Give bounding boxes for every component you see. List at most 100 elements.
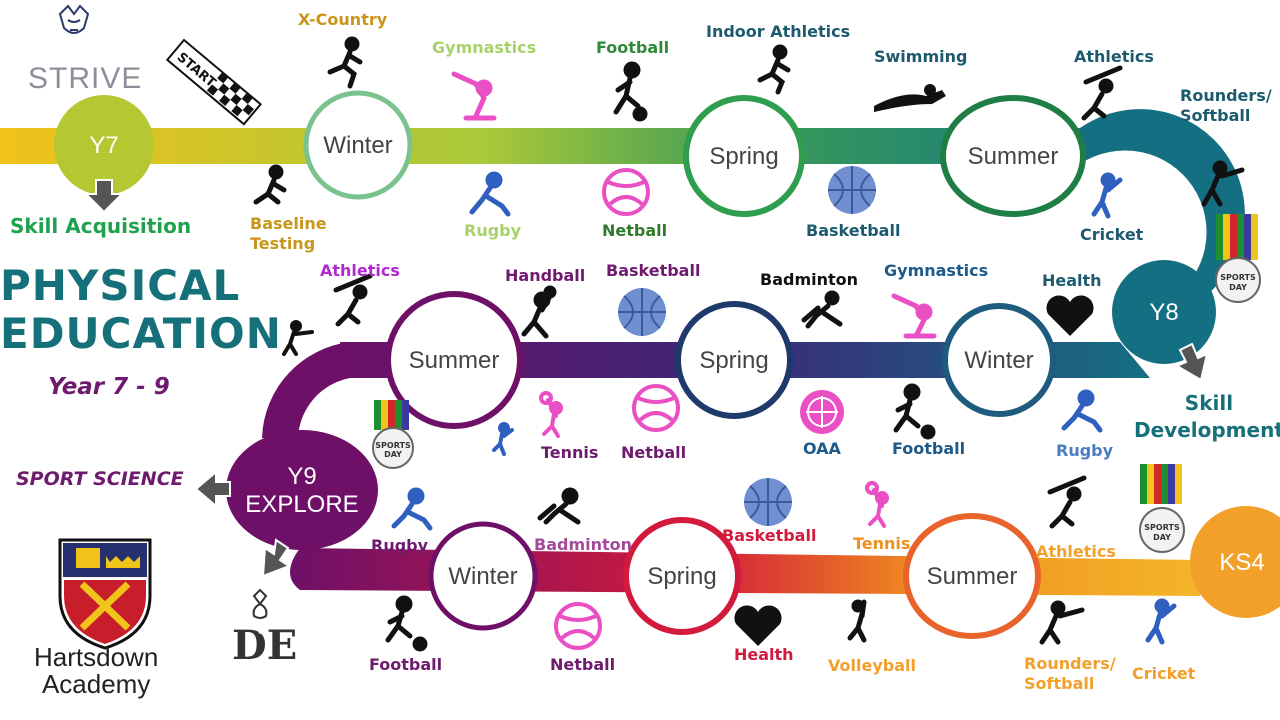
dofe-d: DE — [232, 622, 298, 669]
y9-down-arrow — [261, 538, 292, 578]
oaa-compass-icon — [800, 390, 844, 434]
rugby-player-icon-y8 — [1061, 389, 1103, 433]
y9-left-arrow — [194, 469, 231, 509]
activity-basketball-y7: Basketball — [806, 221, 901, 240]
dofe-logo-text: DE — [232, 622, 297, 669]
y9-circle — [226, 430, 378, 550]
activity-athletics-y9: Athletics — [1036, 542, 1116, 561]
y8-winter-label: Winter — [964, 347, 1033, 374]
activity-athletics-y8: Athletics — [320, 261, 400, 280]
netball-icon-y8 — [632, 384, 680, 432]
tennis-player-icon-y8 — [539, 391, 563, 438]
baseline-runner-icon — [253, 164, 287, 205]
track-row-1 — [0, 128, 1085, 164]
activity-baseline-testing: Baseline Testing — [250, 214, 327, 254]
skill-acquisition-label: Skill Acquisition — [10, 214, 192, 238]
activity-basketball-y9: Basketball — [722, 526, 817, 545]
rugby-player-icon-y7 — [469, 171, 511, 217]
cricket-batter-icon-y9 — [1145, 598, 1177, 645]
ks4-label: KS4 — [1219, 549, 1264, 576]
basketball-icon-y7 — [828, 166, 876, 214]
skill-development-label: Skill Development — [1134, 390, 1280, 444]
tennis-player-icon-y9 — [865, 481, 889, 528]
activity-netball-y8: Netball — [621, 443, 687, 462]
page-subtitle: Year 7 - 9 — [48, 374, 170, 400]
basketball-icon-y8 — [618, 288, 666, 336]
activity-indoor-athletics: Indoor Athletics — [706, 22, 851, 41]
activity-football-y8: Football — [892, 439, 966, 458]
y8-label: Y8 — [1149, 299, 1178, 326]
medal-text-y7-l1: SPORTS — [1220, 273, 1256, 282]
skill-development-line-1: Skill — [1184, 391, 1234, 415]
y9-winter-circle — [428, 521, 538, 631]
athletics-runner-icon-y8 — [282, 320, 314, 356]
activity-football-y9: Football — [369, 655, 443, 674]
handball-player-icon — [521, 285, 557, 339]
netball-icon-y9 — [554, 602, 602, 650]
y8-spring-label: Spring — [699, 347, 768, 374]
activity-rugby-y8: Rugby — [1056, 441, 1114, 460]
y7-label: Y7 — [89, 132, 118, 159]
athletics-javelin-icon-y7 — [1081, 65, 1123, 121]
athletics-javelin-icon-y8 — [333, 273, 373, 327]
activity-health-y8: Health — [1042, 271, 1102, 290]
y8-down-arrow — [1174, 342, 1209, 382]
football-player-icon-y8 — [893, 383, 936, 440]
activity-handball: Handball — [505, 266, 586, 285]
rounders-y7-line-1: Rounders/ — [1180, 86, 1272, 105]
gymnastics-icon-y8 — [891, 293, 937, 339]
title-line-1: PHYSICAL — [0, 261, 241, 310]
ks4-circle — [1190, 506, 1280, 618]
y9-explore-label: EXPLORE — [245, 491, 358, 518]
rugby-player-icon-y9 — [391, 487, 433, 531]
xcountry-runner-icon — [327, 36, 363, 89]
strive-logo-text: STRIVE — [28, 62, 143, 95]
activity-rounders-y9: Rounders/ Softball — [1024, 654, 1116, 694]
y7-winter-label: Winter — [323, 132, 392, 159]
swimming-icon — [874, 84, 946, 112]
activity-athletics-y7: Athletics — [1074, 47, 1154, 66]
basketball-icon-y9 — [744, 478, 792, 526]
school-name-line-1: Hartsdown — [34, 642, 159, 672]
medal-text-y7-l2: DAY — [1229, 283, 1247, 292]
y7-down-arrow — [83, 179, 125, 214]
football-player-icon-y7 — [613, 61, 648, 122]
activity-gymnastics-y7: Gymnastics — [432, 38, 537, 57]
gymnastics-icon-y7 — [451, 71, 497, 121]
dofe-emblem-icon — [252, 588, 268, 619]
sport-science-label: SPORT SCIENCE — [16, 468, 184, 490]
activity-tennis-y9: Tennis — [853, 534, 911, 553]
activity-rugby-y9: Rugby — [371, 536, 429, 555]
medal-text-y8-l1: SPORTS — [375, 441, 411, 450]
y7-spring-label: Spring — [709, 143, 778, 170]
title-line-2: EDUCATION — [0, 309, 282, 359]
activity-xcountry: X-Country — [298, 10, 388, 29]
badminton-player-icon-y9 — [537, 487, 581, 525]
activity-gymnastics-y8: Gymnastics — [884, 261, 989, 280]
y9-spring-label: Spring — [647, 563, 716, 590]
activity-football-y7: Football — [596, 38, 670, 57]
y7-summer-label: Summer — [968, 143, 1059, 170]
y9-winter-label: Winter — [448, 563, 517, 590]
activity-netball-y7: Netball — [602, 221, 668, 240]
activity-volleyball: Volleyball — [828, 656, 916, 675]
rounders-y9-line-1: Rounders/ — [1024, 654, 1116, 673]
y8-summer-label: Summer — [409, 347, 500, 374]
track-curve-left — [262, 342, 350, 438]
rounders-batter-icon-y7 — [1201, 160, 1245, 207]
medal-text-y9-l2: DAY — [1153, 533, 1171, 542]
activity-netball-y9: Netball — [550, 655, 616, 674]
school-name: Hartsdown Academy — [34, 642, 159, 699]
y9-summer-label: Summer — [927, 563, 1018, 590]
sports-day-medal-icon-y8 — [372, 400, 414, 469]
medal-text-y8-l2: DAY — [384, 450, 402, 459]
dofe-of-text: of — [258, 624, 269, 637]
netball-icon-y7 — [602, 168, 650, 216]
rounders-y7-line-2: Softball — [1180, 106, 1251, 125]
baseline-line-1: Baseline — [250, 214, 327, 233]
baseline-line-2: Testing — [250, 234, 316, 253]
hartsdown-crest-icon — [58, 538, 152, 650]
y9-spring-circle — [623, 517, 741, 635]
activity-rugby-y7: Rugby — [464, 221, 522, 240]
y8-spring-circle — [675, 301, 793, 419]
